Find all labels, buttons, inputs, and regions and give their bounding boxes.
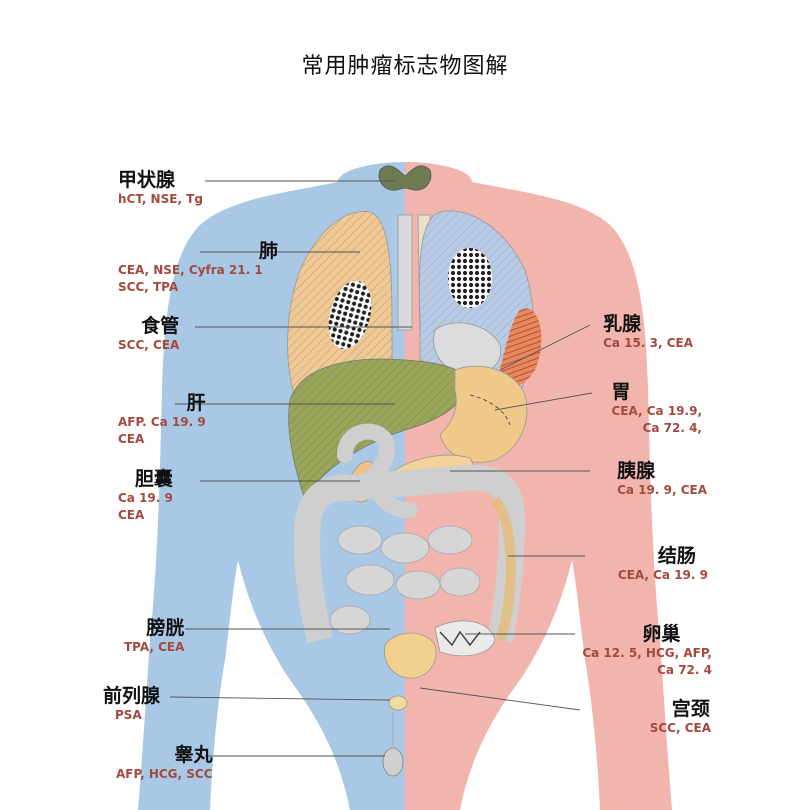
label-esophagus-name: 食管: [141, 315, 180, 337]
bladder-organ: [384, 632, 437, 679]
label-lung-markers: CEA, NSE, Cyfra 21. 1 SCC, TPA: [118, 263, 263, 294]
label-thyroid-name: 甲状腺: [118, 169, 176, 191]
label-ovary-markers: Ca 12. 5, HCG, AFP, Ca 72. 4: [582, 646, 712, 677]
thyroid-organ: [378, 165, 432, 191]
label-stomach: 胃 CEA, Ca 19.9, Ca 72. 4,: [612, 381, 703, 437]
label-thyroid-markers: hCT, NSE, Tg: [118, 192, 203, 206]
label-prostate-name: 前列腺: [103, 685, 161, 707]
ovary-organ: [439, 630, 481, 647]
label-pancreas-name: 胰腺: [617, 460, 656, 482]
prostate-organ: [388, 695, 408, 711]
label-colon-markers: CEA, Ca 19. 9: [617, 568, 708, 582]
label-cervix-markers: SCC, CEA: [649, 721, 711, 735]
lung-tumor-left: [328, 280, 372, 350]
label-lung-name: 肺: [258, 240, 278, 262]
label-liver-name: 肝: [186, 392, 206, 414]
label-liver-markers: AFP. Ca 19. 9 CEA: [118, 415, 206, 446]
small-intestine: [329, 525, 481, 635]
page-title: 常用肿瘤标志物图解: [301, 54, 509, 79]
label-liver: 肝 AFP. Ca 19. 9 CEA: [118, 392, 206, 448]
label-lung: 肺 CEA, NSE, Cyfra 21. 1 SCC, TPA: [118, 240, 278, 296]
lung-tumor-right: [448, 248, 492, 308]
label-prostate: 前列腺 PSA: [103, 685, 160, 724]
label-prostate-markers: PSA: [115, 708, 142, 722]
label-stomach-name: 胃: [611, 381, 631, 403]
label-pancreas-markers: Ca 19. 9, CEA: [617, 483, 707, 497]
stomach-organ: [439, 365, 528, 463]
label-testis: 睾丸 AFP, HCG, SCC: [116, 744, 213, 783]
label-gallbladder-markers: Ca 19. 9 CEA: [118, 491, 173, 522]
label-testis-name: 睾丸: [174, 744, 213, 766]
label-gallbladder: 胆囊 Ca 19. 9 CEA: [118, 468, 173, 524]
label-breast-name: 乳腺: [603, 313, 642, 335]
label-cervix: 宫颈 SCC, CEA: [650, 698, 711, 737]
label-bladder: 膀胱 TPA, CEA: [124, 617, 184, 656]
label-bladder-name: 膀胱: [146, 617, 185, 639]
label-ovary-name: 卵巢: [642, 623, 681, 645]
label-pancreas: 胰腺 Ca 19. 9, CEA: [617, 460, 707, 499]
label-colon-name: 结肠: [657, 545, 696, 567]
label-breast-markers: Ca 15. 3, CEA: [603, 336, 693, 350]
heart: [433, 322, 502, 375]
label-cervix-name: 宫颈: [671, 698, 710, 720]
label-esophagus-markers: SCC, CEA: [118, 338, 180, 352]
label-gallbladder-name: 胆囊: [134, 468, 173, 490]
leader-lines: [169, 180, 593, 757]
label-thyroid: 甲状腺 hCT, NSE, Tg: [118, 169, 203, 208]
label-colon: 结肠 CEA, Ca 19. 9: [618, 545, 708, 584]
label-esophagus: 食管 SCC, CEA: [118, 315, 179, 354]
label-testis-markers: AFP, HCG, SCC: [116, 767, 213, 781]
label-bladder-markers: TPA, CEA: [124, 640, 185, 654]
label-ovary: 卵巢 Ca 12. 5, HCG, AFP, Ca 72. 4: [582, 623, 712, 679]
testis-organ: [382, 747, 404, 777]
label-stomach-markers: CEA, Ca 19.9, Ca 72. 4,: [611, 404, 703, 435]
trachea: [397, 214, 413, 331]
label-breast: 乳腺 Ca 15. 3, CEA: [603, 313, 693, 352]
duodenum: [337, 423, 418, 519]
